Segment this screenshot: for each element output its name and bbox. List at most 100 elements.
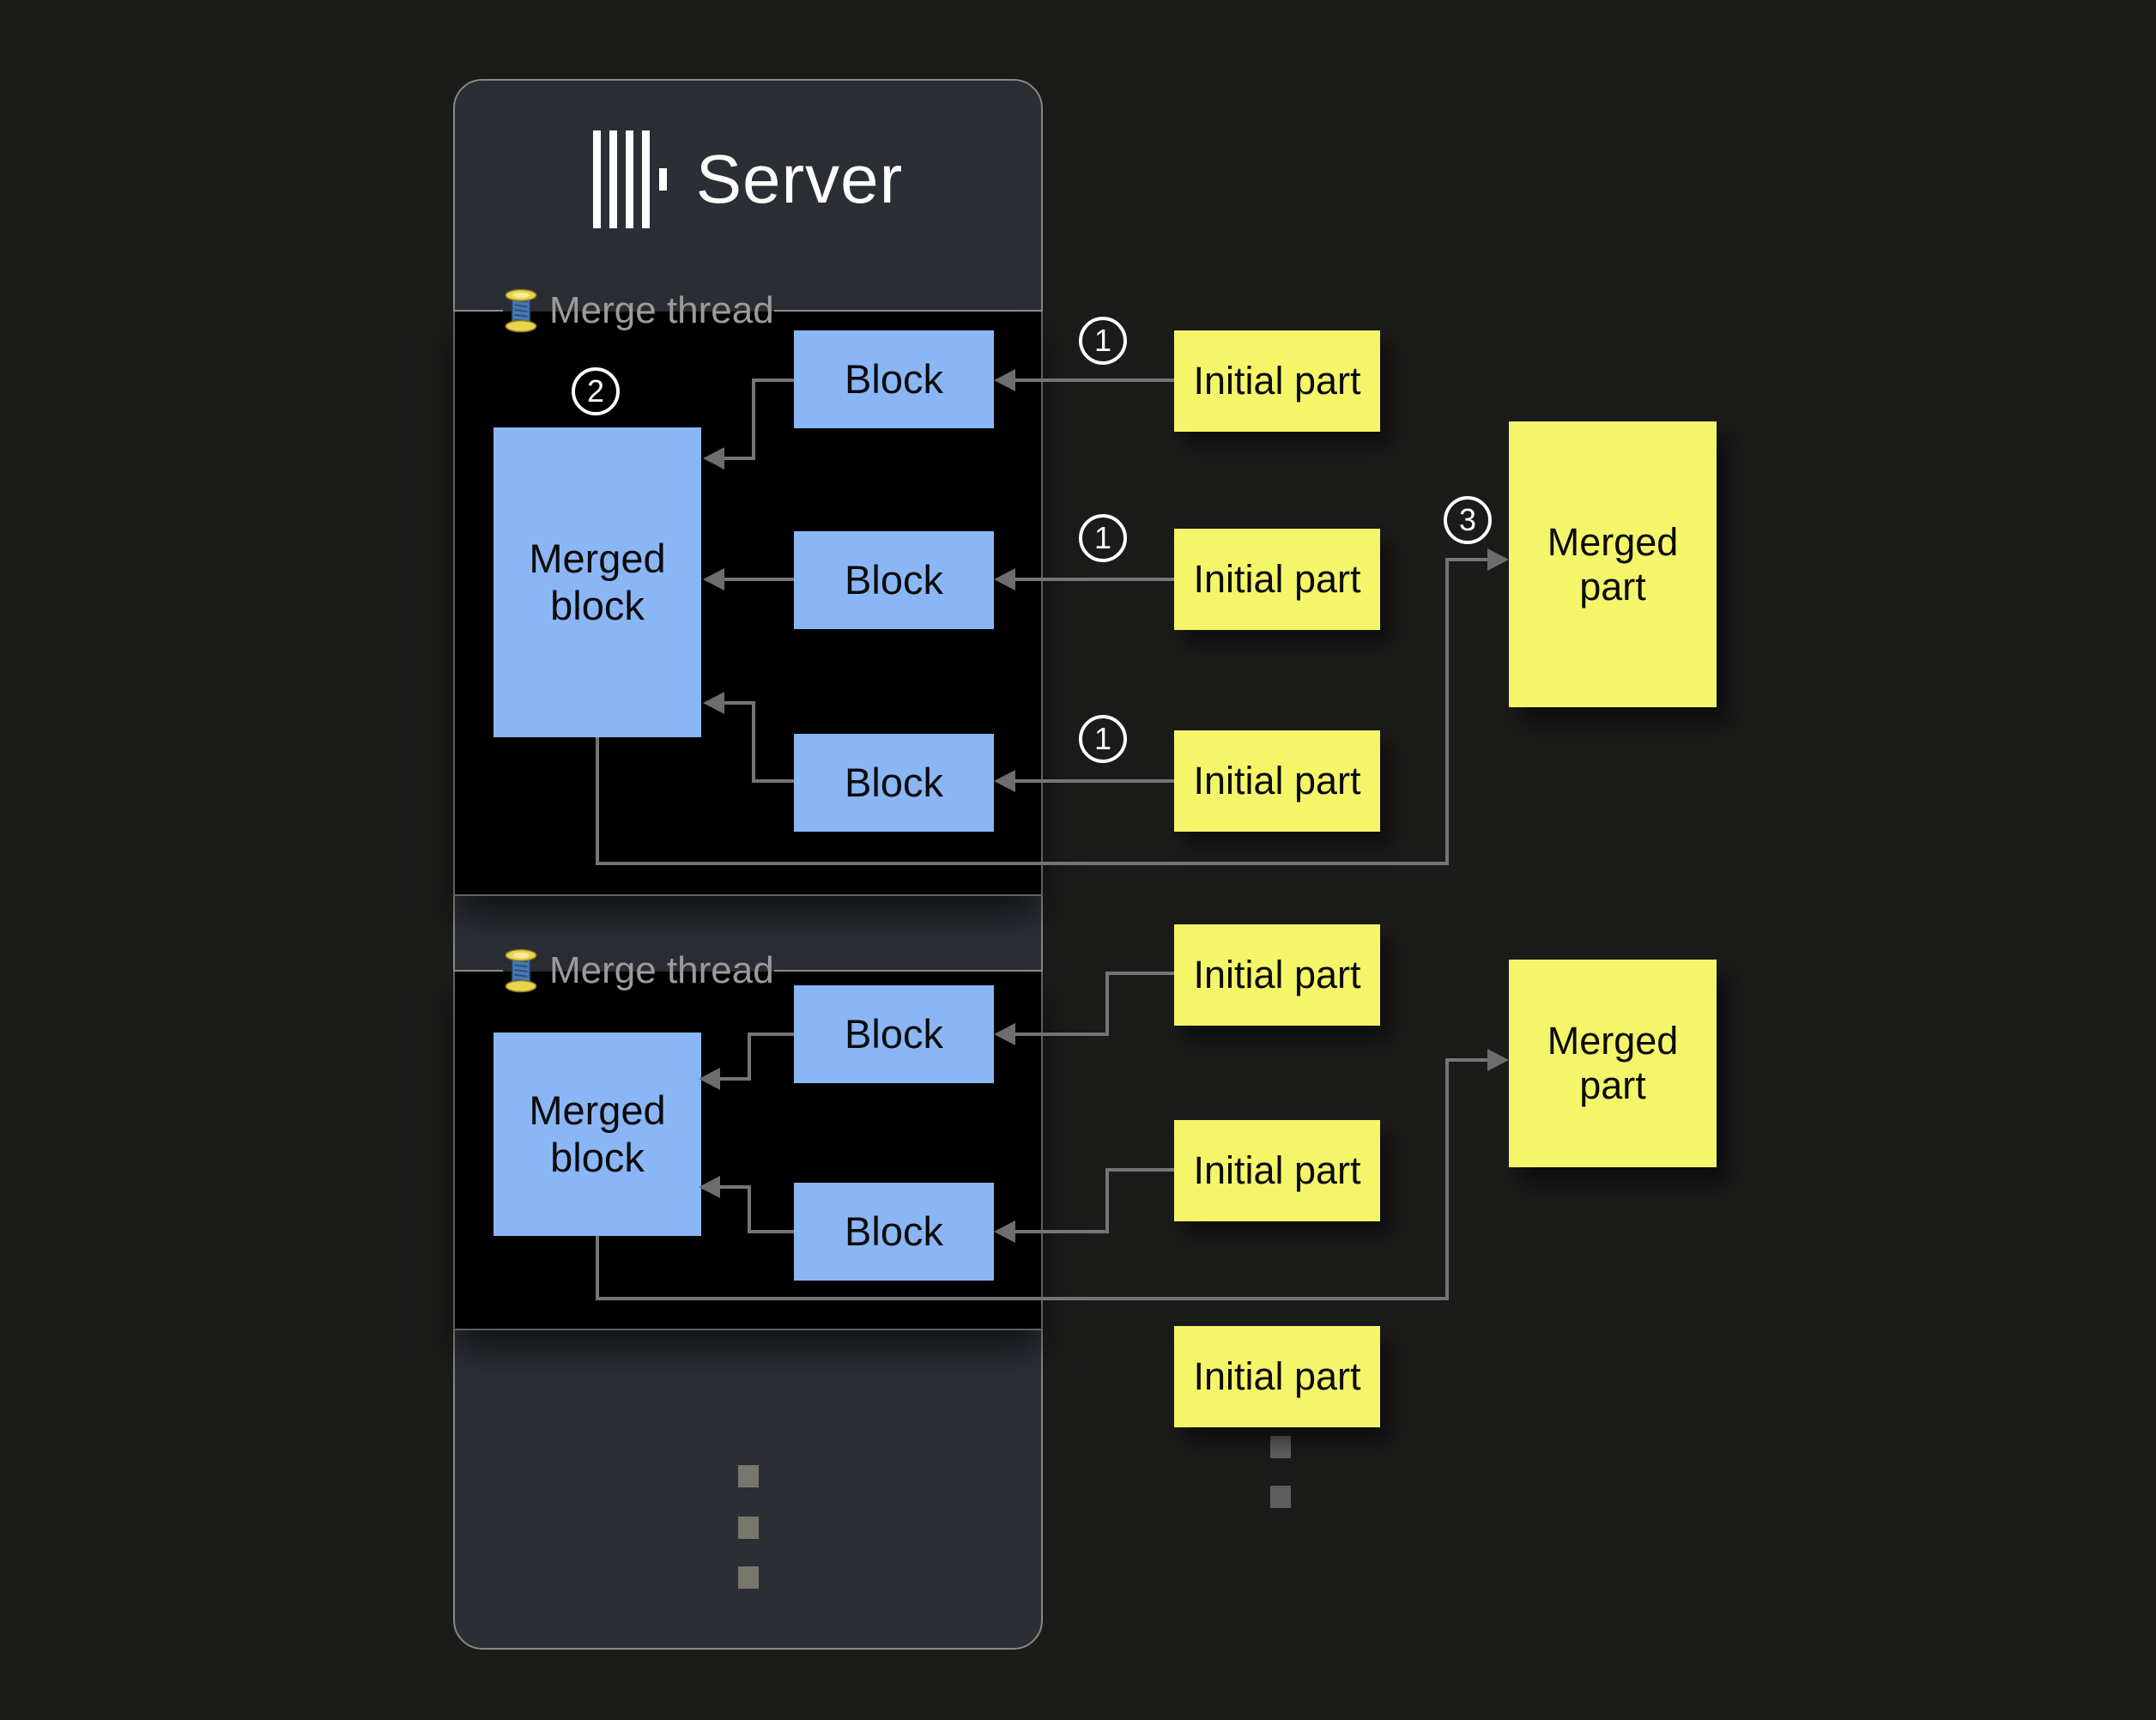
- initial-part-label: Initial part: [1193, 953, 1361, 997]
- section-border-segment: [774, 970, 1043, 972]
- connector-line: [749, 1230, 794, 1233]
- connector-line: [1014, 578, 1174, 581]
- initial-part-label: Initial part: [1193, 1148, 1361, 1193]
- step-badge-1: 1: [1079, 715, 1127, 763]
- connector-line: [1014, 1033, 1107, 1036]
- ellipsis-dot: [738, 1566, 759, 1589]
- initial-part-6: Initial part: [1174, 1326, 1380, 1427]
- ellipsis-dot: [1270, 1486, 1291, 1508]
- connector-line: [719, 1185, 749, 1189]
- connector-line: [724, 701, 754, 705]
- initial-part-4: Initial part: [1174, 924, 1380, 1026]
- block-1-3: Block: [794, 734, 994, 832]
- connector-line: [749, 1033, 794, 1036]
- connector-line: [1107, 1168, 1174, 1172]
- ellipsis-dot: [738, 1465, 759, 1487]
- block-1-1: Block: [794, 330, 994, 428]
- merge-thread-section-1: Merge thread Merged block Block Block Bl…: [453, 288, 1043, 896]
- connector-line: [748, 1033, 751, 1081]
- initial-part-3: Initial part: [1174, 730, 1380, 832]
- arrowhead-icon: [994, 369, 1015, 391]
- arrowhead-icon: [699, 1068, 720, 1090]
- initial-part-5: Initial part: [1174, 1120, 1380, 1221]
- connector-line: [724, 578, 794, 581]
- step-badge-number: 2: [586, 373, 605, 409]
- step-badge-number: 1: [1093, 721, 1112, 756]
- section-border-segment: [774, 310, 1043, 312]
- step-badge-1: 1: [1079, 514, 1127, 562]
- block-label: Block: [845, 556, 943, 603]
- arrowhead-icon: [994, 770, 1015, 792]
- arrowhead-icon: [994, 1023, 1015, 1045]
- connector-line: [752, 379, 755, 460]
- connector-line: [1014, 379, 1174, 382]
- connector-line: [1014, 1230, 1107, 1233]
- ellipsis-dot: [738, 1517, 759, 1539]
- arrowhead-icon: [1487, 548, 1509, 571]
- arrowhead-icon: [703, 447, 724, 469]
- connector-line: [754, 379, 794, 382]
- server-title: Server: [695, 141, 904, 217]
- block-label: Block: [845, 355, 943, 402]
- section-label-2: Merge thread: [505, 948, 774, 993]
- connector-line: [1014, 779, 1174, 783]
- block-label: Block: [845, 1010, 943, 1057]
- connector-line: [596, 862, 1447, 865]
- connector-line: [1449, 1058, 1488, 1062]
- thread-spool-icon: [505, 948, 537, 993]
- connector-line: [596, 1236, 599, 1300]
- section-label-1: Merge thread: [505, 288, 774, 333]
- connector-line: [596, 1297, 1447, 1300]
- initial-part-label: Initial part: [1193, 557, 1361, 602]
- step-badge-number: 1: [1093, 323, 1112, 358]
- connector-line: [1107, 972, 1174, 975]
- block-1-2: Block: [794, 531, 994, 629]
- initial-part-2: Initial part: [1174, 529, 1380, 630]
- initial-part-1: Initial part: [1174, 330, 1380, 432]
- section-label-text: Merge thread: [549, 949, 774, 991]
- connector-line: [724, 457, 754, 460]
- arrowhead-icon: [1487, 1049, 1509, 1071]
- arrowhead-icon: [699, 1176, 720, 1198]
- block-label: Block: [845, 759, 943, 805]
- server-header: Server: [455, 130, 1041, 228]
- connector-line: [1105, 1168, 1109, 1233]
- connector-line: [596, 737, 599, 865]
- step-badge-number: 3: [1458, 502, 1477, 537]
- merged-part-1: Merged part: [1509, 421, 1717, 707]
- connector-line: [1449, 558, 1488, 561]
- block-2-2: Block: [794, 1183, 994, 1281]
- connector-line: [754, 779, 794, 783]
- merged-block-label: Merged block: [529, 1087, 666, 1180]
- connector-line: [1445, 558, 1449, 865]
- connector-line: [1105, 972, 1109, 1036]
- merged-part-label: Merged part: [1547, 1019, 1679, 1107]
- initial-part-label: Initial part: [1193, 359, 1361, 403]
- merged-block-label: Merged block: [529, 536, 666, 628]
- clickhouse-logo-icon: [592, 130, 667, 228]
- arrowhead-icon: [703, 568, 724, 590]
- connector-line: [1445, 1058, 1449, 1300]
- connector-line: [752, 701, 755, 783]
- section-border-segment: [453, 970, 503, 972]
- merged-block-1: Merged block: [494, 427, 701, 737]
- step-badge-1: 1: [1079, 317, 1127, 365]
- section-label-text: Merge thread: [549, 289, 774, 331]
- ellipsis-dot: [1270, 1436, 1291, 1458]
- step-badge-2: 2: [572, 367, 620, 415]
- arrowhead-icon: [703, 692, 724, 714]
- step-badge-3: 3: [1444, 496, 1492, 544]
- merged-part-label: Merged part: [1547, 519, 1679, 609]
- section-border-segment: [453, 310, 503, 312]
- connector-line: [748, 1185, 751, 1233]
- arrowhead-icon: [994, 568, 1015, 590]
- merge-thread-section-2: Merge thread Merged block Block Block: [453, 948, 1043, 1330]
- initial-part-label: Initial part: [1193, 759, 1361, 803]
- arrowhead-icon: [994, 1220, 1015, 1243]
- step-badge-number: 1: [1093, 520, 1112, 555]
- connector-line: [719, 1077, 749, 1081]
- merged-block-2: Merged block: [494, 1033, 701, 1236]
- block-label: Block: [845, 1208, 943, 1254]
- block-2-1: Block: [794, 985, 994, 1083]
